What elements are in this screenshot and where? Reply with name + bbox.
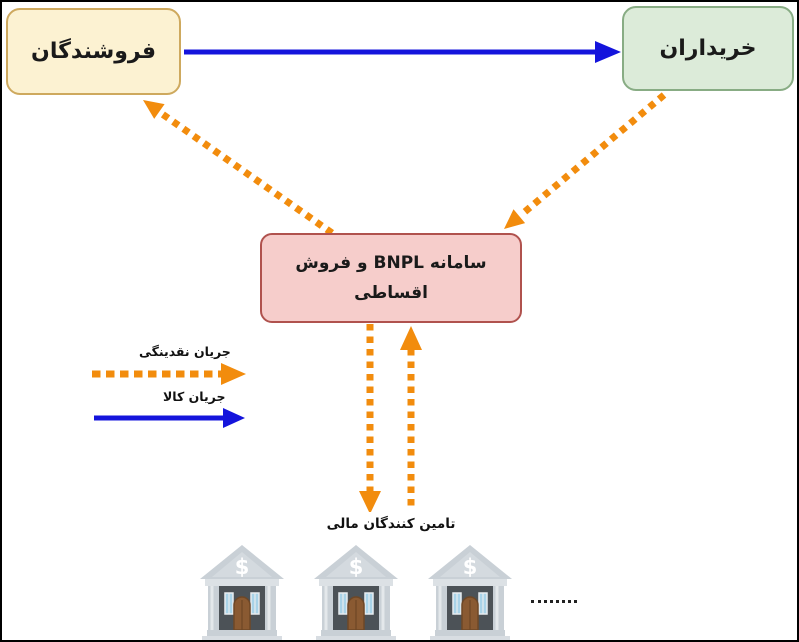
legend-cash-flow-arrow bbox=[92, 363, 246, 385]
sellers-node: فروشندگان bbox=[6, 8, 181, 95]
cash-flow-arrow-buyers-to-bnpl bbox=[504, 92, 667, 229]
ellipsis-dots bbox=[531, 599, 577, 603]
financial-providers-bar: تامین کنندگان مالی bbox=[175, 512, 607, 536]
financial-providers-label: تامین کنندگان مالی bbox=[326, 516, 456, 532]
bank-icon bbox=[199, 544, 285, 640]
buyers-label: خریداران bbox=[659, 36, 757, 61]
legend-goods-flow-label: جریان کالا bbox=[158, 388, 231, 405]
legend-cash-flow-label: جریان نقدینگی bbox=[134, 343, 236, 360]
bank-icon bbox=[313, 544, 399, 640]
more-banks-ellipsis bbox=[527, 587, 581, 615]
bnpl-system-node: سامانه BNPL و فروش اقساطی bbox=[260, 233, 522, 323]
buyers-node: خریداران bbox=[622, 6, 794, 91]
sellers-label: فروشندگان bbox=[31, 39, 156, 64]
bnpl-label-line1: سامانه BNPL و فروش bbox=[295, 253, 487, 273]
bnpl-label-line2: اقساطی bbox=[354, 283, 428, 303]
goods-flow-arrow-sellers-to-buyers bbox=[184, 41, 621, 63]
bank-icon bbox=[427, 544, 513, 640]
legend-goods-flow-arrow bbox=[94, 408, 245, 428]
cash-flow-arrow-bnpl-to-providers bbox=[359, 324, 381, 514]
cash-flow-arrow-providers-to-bnpl bbox=[400, 326, 422, 511]
cash-flow-arrow-bnpl-to-sellers bbox=[143, 100, 335, 236]
